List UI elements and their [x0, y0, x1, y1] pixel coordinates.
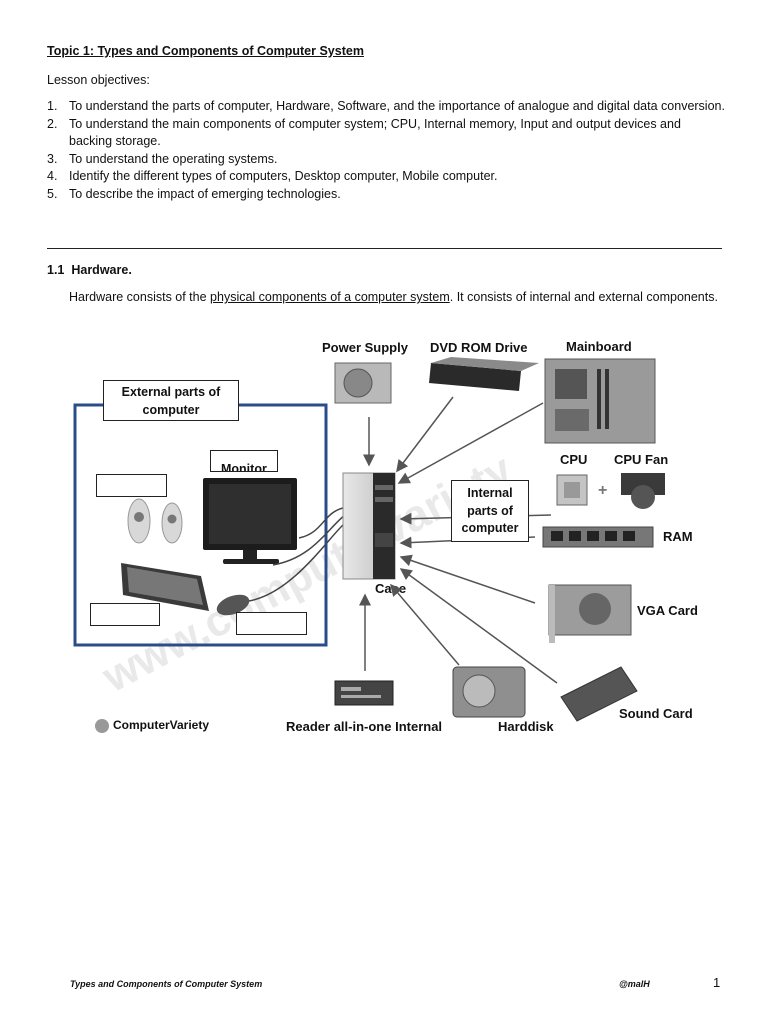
objective-item: 3. To understand the operating systems.	[47, 151, 727, 169]
monitor-image	[203, 478, 297, 564]
dvd-drive-label: DVD ROM Drive	[430, 340, 528, 355]
para-underlined: physical components of a computer system	[210, 290, 450, 304]
objective-text: To describe the impact of emerging techn…	[69, 186, 341, 201]
card-reader-image	[334, 680, 394, 706]
cpu-image	[556, 474, 588, 506]
external-parts-label: External parts of computer	[103, 380, 239, 421]
logo-icon	[95, 719, 109, 733]
hardware-paragraph: Hardware consists of the physical compon…	[69, 289, 719, 307]
diagram-svg: www.computervariety	[73, 339, 698, 734]
objective-item: 1. To understand the parts of computer, H…	[47, 98, 727, 116]
objective-text: To understand the parts of computer, Har…	[69, 99, 725, 113]
monitor-answer-box: Monitor	[210, 450, 278, 472]
sound-card-label: Sound Card	[619, 706, 693, 721]
para-before: Hardware consists of the	[69, 290, 211, 304]
mainboard-label: Mainboard	[566, 339, 632, 354]
objective-number: 4.	[47, 169, 58, 183]
keyboard-image	[121, 563, 209, 611]
para-after: . It consists of internal and external c…	[449, 290, 718, 304]
vga-card-image	[548, 584, 632, 643]
cpu-label: CPU	[560, 452, 587, 467]
page-number: 1	[713, 975, 721, 990]
case-label: Case	[375, 581, 406, 596]
vga-card-label: VGA Card	[637, 603, 698, 618]
objective-number: 5.	[47, 186, 58, 201]
horizontal-rule	[47, 248, 722, 249]
footer-author: @malH	[619, 979, 650, 989]
cpu-fan-image	[621, 473, 665, 509]
cpu-fan-label: CPU Fan	[614, 452, 668, 467]
page-title: Topic 1: Types and Components of Compute…	[47, 44, 364, 58]
mainboard-image	[544, 358, 656, 444]
dvd-drive-image	[429, 357, 539, 391]
objective-text: Identify the different types of computer…	[69, 169, 498, 183]
section-heading: 1.1 Hardware.	[47, 262, 132, 280]
power-supply-label: Power Supply	[322, 340, 409, 355]
case-image	[342, 472, 396, 580]
objective-text: To understand the main components of com…	[69, 116, 681, 149]
keyboard-answer-box	[90, 603, 160, 626]
objectives-label: Lesson objectives:	[47, 73, 150, 87]
footer-title: Types and Components of Computer System	[70, 979, 263, 989]
card-reader-label: Reader all-in-one Internal	[286, 719, 442, 734]
objective-text: To understand the operating systems.	[69, 151, 278, 166]
plus-sign: +	[598, 482, 607, 499]
objective-number: 1.	[47, 99, 58, 113]
objective-number: 2.	[47, 116, 58, 131]
ram-label: RAM	[663, 529, 693, 544]
hardware-diagram: www.computervariety	[73, 333, 713, 743]
sound-card-image	[560, 666, 638, 722]
mouse-answer-box	[236, 612, 307, 635]
objective-number: 3.	[47, 151, 58, 166]
mouse-image	[216, 594, 250, 616]
monitor-partial-label: Monitor	[221, 462, 267, 472]
objectives-list: 1. To understand the parts of computer, H…	[47, 98, 727, 203]
speakers-answer-box	[96, 474, 167, 497]
objective-item: 5. To describe the impact of emerging tec…	[47, 186, 727, 204]
objective-item: 2. To understand the main components of c…	[47, 116, 727, 151]
power-supply-image	[334, 362, 392, 404]
harddisk-label: Harddisk	[498, 719, 554, 734]
harddisk-image	[452, 666, 526, 718]
logo-text: ComputerVariety	[113, 718, 209, 732]
ram-image	[542, 526, 654, 548]
section-title: Hardware.	[71, 263, 132, 277]
section-number: 1.1	[47, 263, 65, 277]
objective-item: 4. Identify the different types of comput…	[47, 168, 727, 186]
speakers-image	[127, 498, 183, 544]
internal-parts-label: Internal parts of computer	[451, 480, 529, 542]
